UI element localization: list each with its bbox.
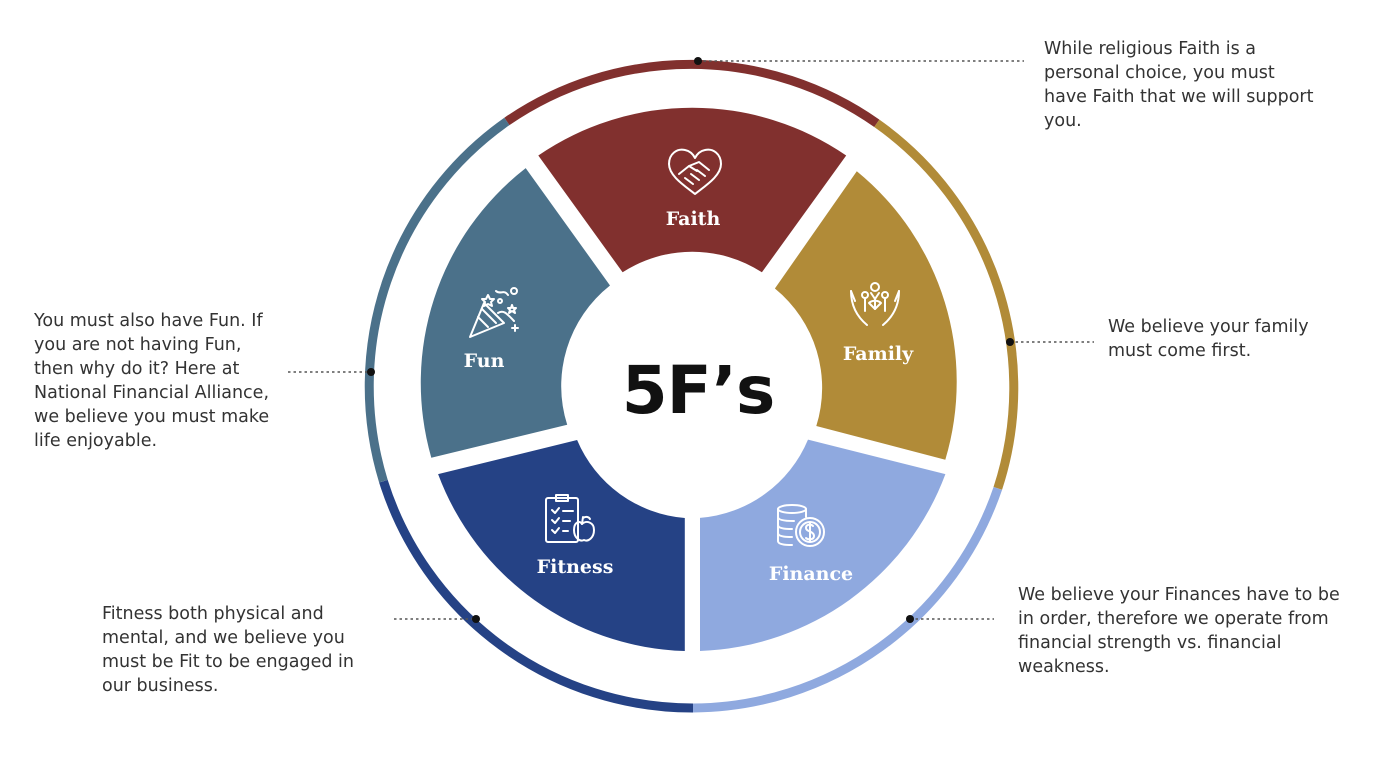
segment-label-family: Family — [843, 343, 914, 365]
segment-label-fun: Fun — [464, 350, 505, 372]
segment-fitness[interactable] — [438, 440, 685, 651]
clipboard-apple-icon — [545, 494, 595, 543]
leader-dot-faith — [694, 57, 702, 65]
note-fun: You must also have Fun. If you are not h… — [34, 311, 270, 451]
handshake-heart-icon — [668, 148, 722, 195]
ring-arc-family — [874, 119, 1019, 490]
party-popper-icon — [469, 287, 519, 338]
leader-dot-family — [1006, 338, 1014, 346]
segment-family[interactable] — [774, 171, 957, 460]
ring-arc-finance — [692, 486, 1003, 713]
leader-dot-finance — [906, 615, 914, 623]
center-title: 5F’s — [622, 352, 775, 429]
family-hands-icon — [850, 282, 900, 326]
ring-arc-fun — [364, 117, 510, 483]
segment-label-faith: Faith — [666, 208, 721, 230]
note-finance: We believe your Finances have to be in o… — [1018, 585, 1340, 677]
note-faith: While religious Faith is a personal choi… — [1044, 39, 1314, 131]
segment-label-finance: Finance — [769, 563, 853, 585]
leader-dot-fun — [367, 368, 375, 376]
segment-finance[interactable] — [700, 439, 946, 651]
ring-arc-faith — [504, 59, 880, 127]
leader-lines — [288, 57, 1094, 623]
ring-arc-fitness — [379, 479, 694, 713]
note-family: We believe your family must come first. — [1108, 317, 1309, 361]
coins-dollar-icon — [777, 504, 825, 547]
segment-label-fitness: Fitness — [537, 556, 614, 578]
note-fitness: Fitness both physical and mental, and we… — [102, 604, 354, 696]
outer-ring — [364, 59, 1019, 713]
segment-faith[interactable] — [538, 107, 847, 273]
leader-dot-fitness — [472, 615, 480, 623]
